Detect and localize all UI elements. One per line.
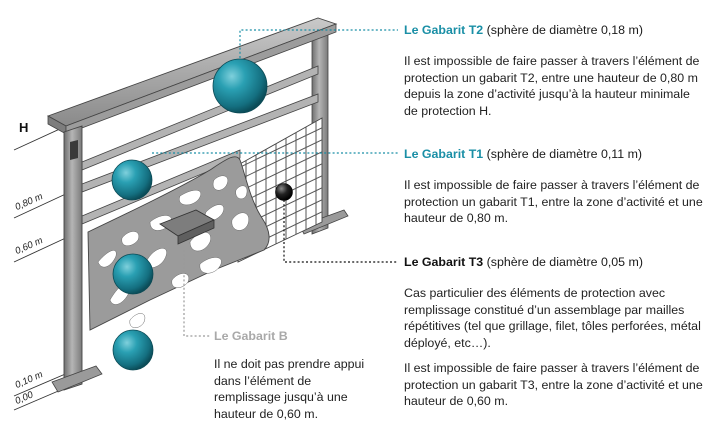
t1-spec: (sphère de diamètre 0,11 m) [483, 147, 643, 161]
gabarit-t1-sphere-lower [112, 253, 154, 295]
t2-heading: Le Gabarit T2 (sphère de diamètre 0,18 m… [404, 22, 643, 38]
leader-lines [152, 29, 398, 337]
gabarit-t3-sphere [275, 183, 293, 201]
gabarit-t2-sphere [212, 58, 268, 114]
t3-heading: Le Gabarit T3 (sphère de diamètre 0,05 m… [404, 254, 643, 270]
gabarit-t1-sphere [111, 159, 153, 201]
t1-heading: Le Gabarit T1 (sphère de diamètre 0,11 m… [404, 146, 642, 162]
gabarit-b-description: Il ne doit pas prendre appui dans l’élém… [214, 357, 365, 421]
t2-name: Le Gabarit T2 [404, 23, 484, 37]
t3-case: Cas particulier des éléments de protecti… [404, 286, 701, 350]
left-post [51, 125, 103, 393]
gabarit-t1-sphere-bottom [112, 329, 154, 371]
gabarit-b-heading: Le Gabarit B [214, 329, 288, 343]
t1-description: Il est impossible de faire passer à trav… [404, 178, 703, 226]
t2-description: Il est impossible de faire passer à trav… [404, 54, 700, 118]
height-label-h: H [19, 120, 29, 135]
t1-name: Le Gabarit T1 [404, 147, 484, 161]
t2-spec: (sphère de diamètre 0,18 m) [483, 23, 643, 37]
t3-spec: (sphère de diamètre 0,05 m) [483, 255, 643, 269]
t3-name: Le Gabarit T3 [404, 255, 484, 269]
top-rail [46, 17, 338, 135]
t3-description: Il est impossible de faire passer à trav… [404, 361, 703, 409]
